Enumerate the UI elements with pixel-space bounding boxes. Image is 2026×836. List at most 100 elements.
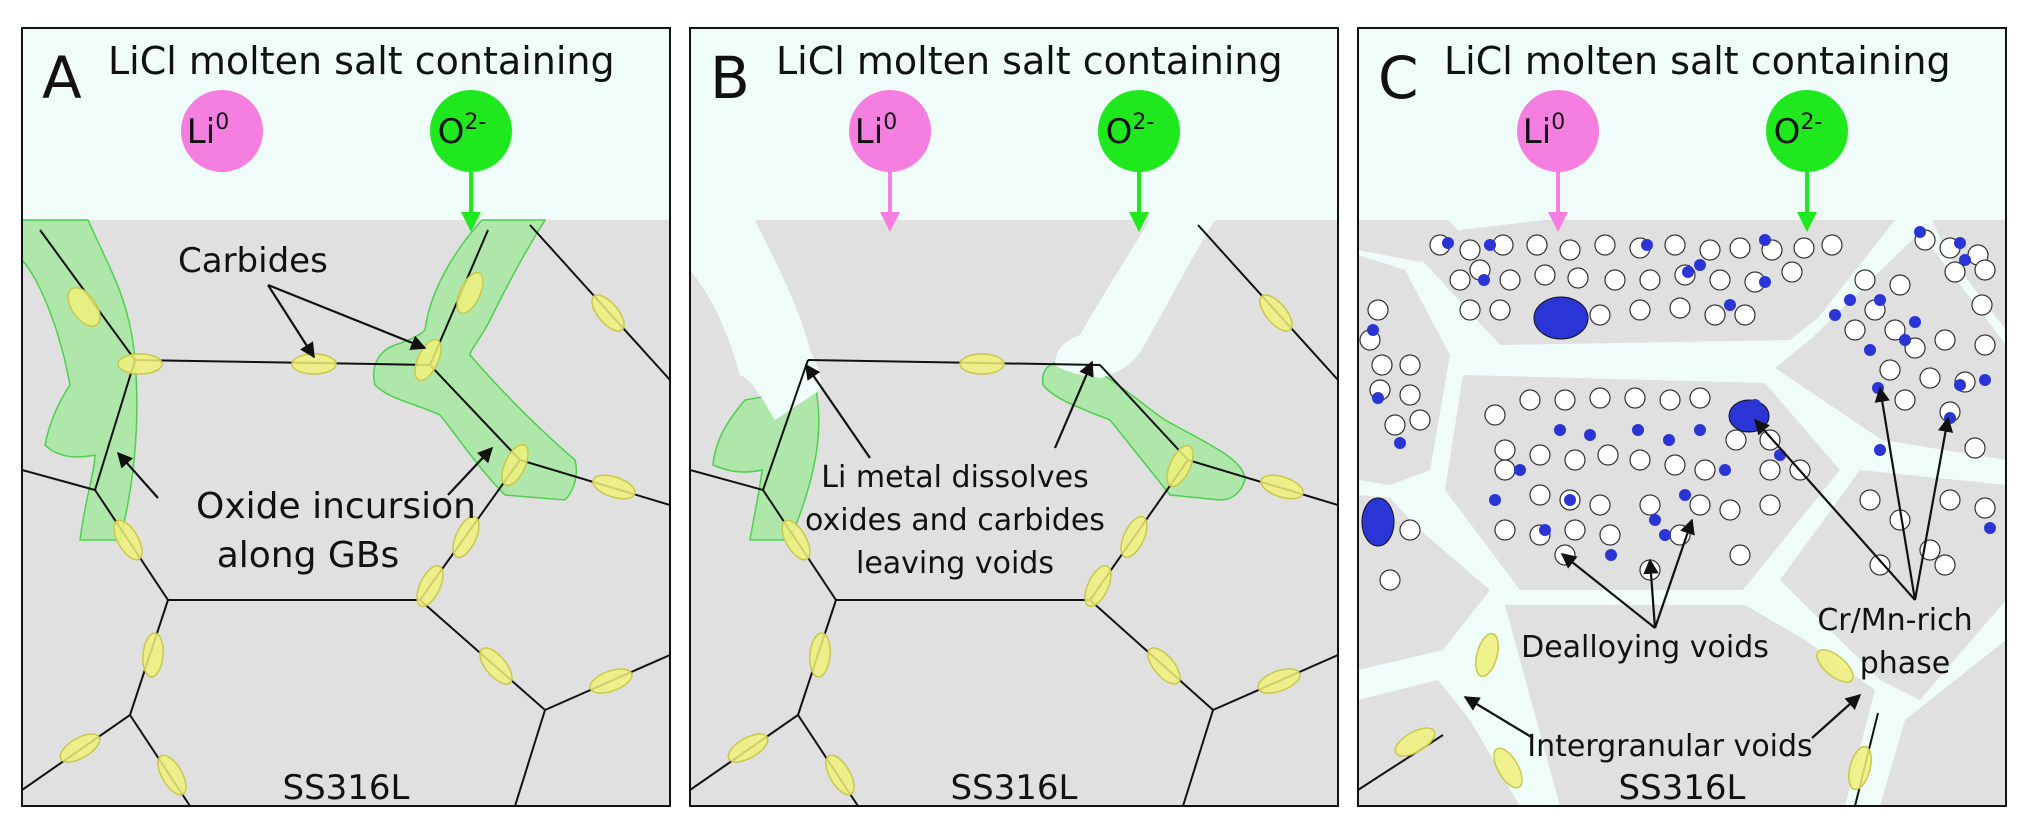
dealloying-void: [1894, 389, 1916, 411]
cr-mn-particle: [1719, 464, 1731, 476]
dealloying-void: [1879, 359, 1901, 381]
cr-mn-particle: [1694, 424, 1706, 436]
cr-mn-particle: [1909, 316, 1921, 328]
dealloying-void: [1729, 544, 1751, 566]
cr-mn-particle: [1394, 437, 1406, 449]
dealloying-label: Dealloying voids: [1521, 630, 1769, 665]
metal-region: [22, 220, 670, 806]
cr-mn-particle: [1489, 494, 1501, 506]
li-ion: [849, 90, 931, 172]
dealloying-void: [1589, 494, 1611, 516]
li-ion-arrow: [880, 172, 900, 232]
dealloying-void: [1399, 384, 1421, 406]
panel-c: Li0 O2- C LiCl molten salt containing De…: [1357, 27, 2007, 808]
dealloying-void: [1449, 269, 1471, 291]
dealloying-void: [1597, 444, 1619, 466]
oxide-band: [22, 219, 138, 541]
cr-mn-particle: [1367, 324, 1379, 336]
cr-mn-particle: [1649, 514, 1661, 526]
dealloying-void: [1639, 494, 1661, 516]
dealloying-void: [1519, 389, 1541, 411]
panel-letter: B: [710, 44, 750, 112]
panel-letter: A: [42, 44, 82, 112]
dealloying-voids: [1359, 229, 1996, 591]
panel-letter: C: [1378, 44, 1419, 112]
cr-mn-particle: [1759, 276, 1771, 288]
dealloying-void: [1659, 389, 1681, 411]
dealloying-void: [1399, 519, 1421, 541]
o-ion-label: O2-: [1774, 110, 1823, 152]
dealloying-void: [1889, 274, 1911, 296]
li-ion-label: Li0: [1523, 110, 1565, 152]
li-ion: [1517, 90, 1599, 172]
cr-mn-particle: [1984, 522, 1996, 534]
cr-mn-label-line1: Cr/Mn-rich: [1817, 603, 1972, 638]
material-label: SS316L: [1618, 768, 1745, 808]
cr-mn-particle: [1944, 412, 1956, 424]
dealloying-void: [1844, 319, 1866, 341]
cr-mn-particle: [1844, 294, 1856, 306]
dealloying-void: [1459, 299, 1481, 321]
dealloying-void: [1494, 439, 1516, 461]
cr-mn-particle: [1954, 237, 1966, 249]
panel-frame: [1357, 27, 2007, 807]
dealloying-void: [1489, 299, 1511, 321]
dealloying-void: [1409, 409, 1431, 431]
carbides: [727, 294, 1304, 796]
o-ion: [1098, 90, 1180, 172]
o-ion-arrow: [1797, 172, 1817, 232]
cr-mn-particle: [1605, 549, 1617, 561]
dealloying-void: [1781, 261, 1803, 283]
dealloying-void: [1689, 494, 1711, 516]
dealloying-void: [1604, 269, 1626, 291]
dealloying-void: [1939, 489, 1961, 511]
cr-mn-particle: [1774, 449, 1786, 461]
dealloying-void: [1944, 261, 1966, 283]
dealloying-void: [1974, 334, 1996, 356]
dealloying-void: [1554, 389, 1576, 411]
carbides: [1394, 632, 1872, 791]
dealloying-void: [1567, 267, 1589, 289]
cr-mn-particle: [1874, 444, 1886, 456]
carbides: [59, 271, 636, 796]
o-ion-arrow: [1129, 172, 1149, 232]
oxide-label-line2: along GBs: [217, 535, 400, 576]
dealloying-void: [1371, 354, 1393, 376]
dealloying-void: [1759, 429, 1781, 451]
dealloying-void: [1494, 519, 1516, 541]
cr-mn-particle: [1584, 429, 1596, 441]
cr-mn-particle: [1484, 239, 1496, 251]
dealloying-void: [1529, 484, 1551, 506]
dealloying-void: [1854, 269, 1876, 291]
cr-mn-particle: [1372, 392, 1384, 404]
panel-b: Li0 O2- B LiCl molten salt containing Li…: [689, 27, 1339, 808]
dealloying-void: [1526, 234, 1548, 256]
dealloying-void: [1599, 524, 1621, 546]
dealloying-void: [1934, 554, 1956, 576]
panel-header: LiCl molten salt containing: [776, 39, 1283, 83]
dealloying-void: [1869, 554, 1891, 576]
cr-mn-particle: [1694, 259, 1706, 271]
dealloying-void: [1484, 404, 1506, 426]
dealloying-void: [1664, 454, 1686, 476]
dealloying-void: [1709, 269, 1731, 291]
cr-mn-particle: [1659, 529, 1671, 541]
cr-mn-particle: [1514, 464, 1526, 476]
dealloying-void: [1974, 497, 1996, 519]
panel-a: Li0 O2- A LiCl molten salt containing Ca…: [21, 27, 671, 808]
dealloying-void: [1971, 294, 1993, 316]
dealloying-void: [1934, 329, 1956, 351]
dealloying-void: [1384, 414, 1406, 436]
dealloying-void: [1589, 304, 1611, 326]
dealloying-void: [1529, 444, 1551, 466]
dealloying-void: [1694, 459, 1716, 481]
panel-frame: [21, 27, 671, 807]
dealloying-void: [1367, 299, 1389, 321]
cr-mn-particles: [1367, 226, 1996, 561]
dealloying-void: [1564, 449, 1586, 471]
annotation-arrows: [805, 360, 1094, 459]
dealloying-void: [1624, 387, 1646, 409]
annotation-arrows: [1463, 386, 1954, 739]
dealloying-void: [1589, 387, 1611, 409]
